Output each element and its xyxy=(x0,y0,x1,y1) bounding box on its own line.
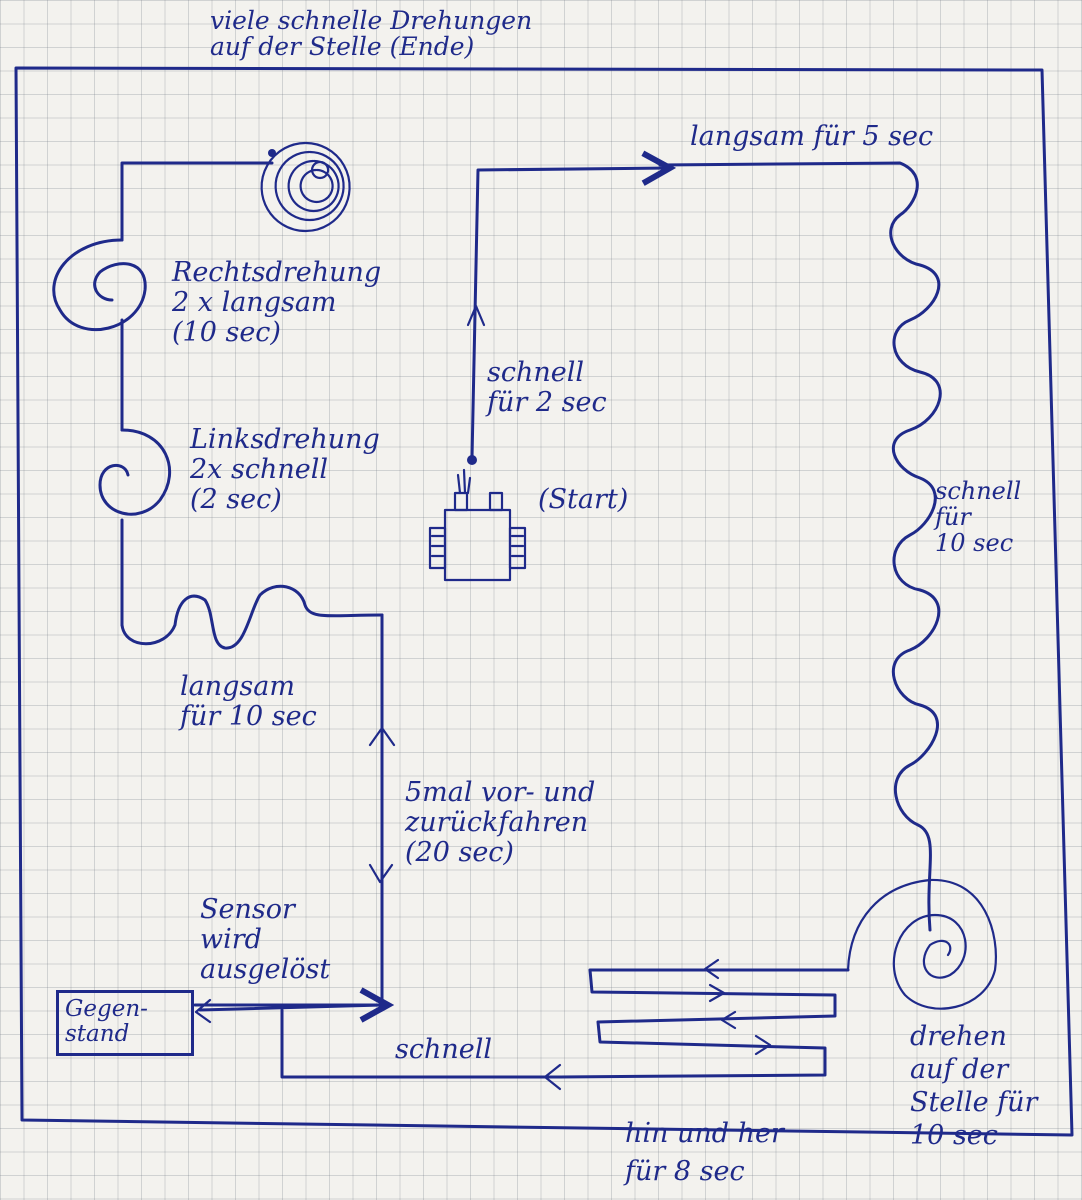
label-right-turn: Rechtsdrehung 2 x langsam (10 sec) xyxy=(172,257,382,348)
fast-arrow xyxy=(543,1063,562,1091)
robot-icon xyxy=(428,468,527,582)
slow-wiggle-path xyxy=(120,584,384,650)
end-point-dot xyxy=(268,149,276,157)
end-spiral xyxy=(260,141,351,233)
zigzag-arrow-2 xyxy=(708,983,726,1003)
start-path xyxy=(470,168,670,460)
label-fast-2: schnell für 2 sec xyxy=(487,357,607,418)
label-left-turn: Linksdrehung 2x schnell (2 sec) xyxy=(190,424,380,515)
label-slow-5: langsam für 5 sec xyxy=(690,121,934,152)
label-fast: schnell xyxy=(395,1034,493,1065)
path-top-left xyxy=(120,161,274,242)
start-dot xyxy=(467,455,477,465)
object-box: Gegen- stand xyxy=(56,990,194,1056)
start-up-arrow xyxy=(466,304,486,327)
frame-border xyxy=(14,66,1074,1137)
label-slow-10: langsam für 10 sec xyxy=(180,671,317,732)
zigzag-arrow-3 xyxy=(720,1010,737,1030)
down-arrow xyxy=(368,863,394,884)
spin-spiral xyxy=(846,878,997,1010)
label-back-forth: 5mal vor- und zurückfahren (20 sec) xyxy=(405,777,596,868)
label-fast-10: schnell für 10 sec xyxy=(935,477,1022,557)
right-wavy-path xyxy=(658,161,942,932)
bottom-return-path xyxy=(280,1008,562,1079)
zigzag-arrow-1 xyxy=(703,958,720,980)
zigzag-path xyxy=(558,968,850,1079)
label-hin-her: hin und her für 8 sec xyxy=(625,1118,784,1187)
label-spin-10: drehen auf der Stelle für 10 sec xyxy=(910,1021,1038,1151)
label-start: (Start) xyxy=(538,484,629,515)
zigzag-arrow-4 xyxy=(754,1034,772,1056)
label-sensor: Sensor wird ausgelöst xyxy=(200,894,331,985)
right-turn-loop xyxy=(52,238,147,332)
up-arrow xyxy=(368,726,396,747)
label-end: viele schnelle Drehungen auf der Stelle … xyxy=(210,6,533,61)
left-turn-loop xyxy=(98,428,171,516)
